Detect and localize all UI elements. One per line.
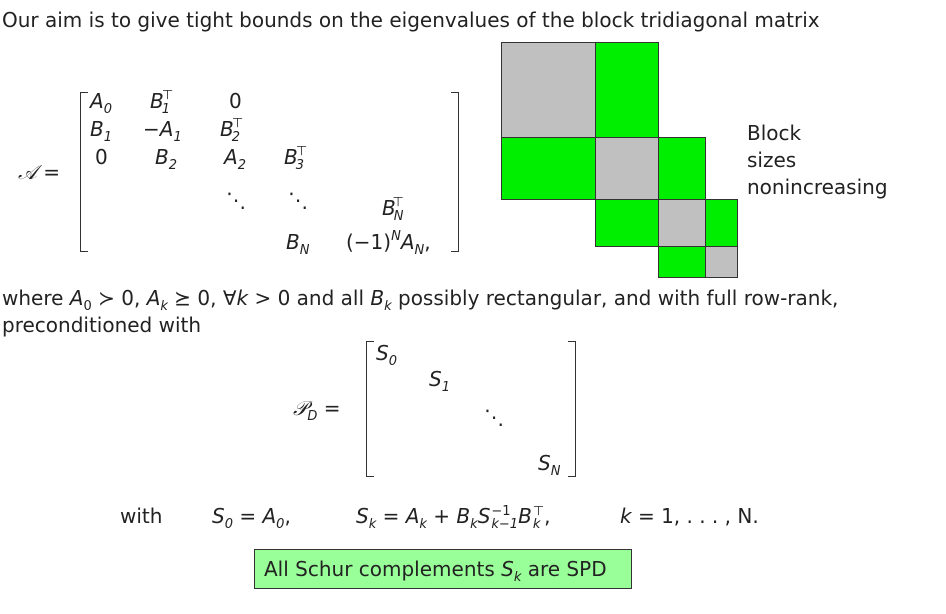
block-2-2 bbox=[658, 199, 706, 247]
a-r2c3: B2⊤ bbox=[220, 116, 244, 145]
a-r2c1: B1 bbox=[90, 117, 113, 145]
a-r3c2: B2 bbox=[155, 145, 178, 173]
p-s1: S1 bbox=[429, 367, 450, 395]
a-r1c1: A0 bbox=[90, 89, 112, 117]
a-r4c4-dots: ⋱ bbox=[288, 188, 308, 212]
where-line: where A0 ≻ 0, Ak ⪰ 0, ∀k > 0 and all Bk … bbox=[2, 286, 839, 314]
block-3-2 bbox=[658, 246, 706, 278]
a-r5c5: (−1)NAN, bbox=[346, 229, 431, 258]
a-r2c2: −A1 bbox=[143, 117, 182, 145]
a-r1c2: B1⊤ bbox=[150, 88, 174, 117]
schur-highlight-text: All Schur complements Sk are SPD bbox=[264, 557, 607, 585]
matrix-a-right-bracket bbox=[451, 92, 459, 252]
a-r1c3: 0 bbox=[229, 89, 242, 113]
schur-highlight-box: All Schur complements Sk are SPD bbox=[254, 549, 632, 589]
a-r3c1: 0 bbox=[95, 145, 108, 169]
block-0-1 bbox=[595, 42, 659, 138]
block-1-1 bbox=[595, 137, 659, 200]
block-3-3 bbox=[705, 246, 738, 278]
a-r4c3-dots: ⋱ bbox=[226, 188, 246, 212]
matrix-p-left-bracket bbox=[366, 341, 374, 477]
matrix-p-label: 𝒫D = bbox=[293, 396, 341, 424]
p-dots: ⋱ bbox=[484, 405, 504, 429]
block-2-3 bbox=[705, 199, 738, 247]
matrix-a-left-bracket bbox=[80, 92, 88, 252]
s0-definition: S0 = A0, bbox=[212, 504, 291, 532]
block-1-0 bbox=[501, 137, 596, 200]
a-r5c4: BN bbox=[286, 230, 310, 258]
with-label: with bbox=[120, 504, 163, 528]
p-sn: SN bbox=[538, 451, 561, 479]
p-s0: S0 bbox=[376, 341, 397, 369]
block-sizes-note: Block sizes nonincreasing bbox=[747, 121, 888, 199]
a-r3c4: B3⊤ bbox=[284, 144, 308, 173]
a-r3c3: A2 bbox=[224, 145, 246, 173]
block-1-2 bbox=[658, 137, 706, 200]
matrix-a-label: 𝒜 = bbox=[18, 160, 61, 184]
k-range: k = 1, . . . , N. bbox=[620, 504, 759, 528]
preconditioned-line: preconditioned with bbox=[2, 313, 202, 337]
a-r4c5: BN⊤ bbox=[382, 195, 404, 224]
intro-text: Our aim is to give tight bounds on the e… bbox=[2, 8, 820, 32]
matrix-p-right-bracket bbox=[568, 341, 576, 477]
block-2-1 bbox=[595, 199, 659, 247]
block-0-0 bbox=[501, 42, 596, 138]
